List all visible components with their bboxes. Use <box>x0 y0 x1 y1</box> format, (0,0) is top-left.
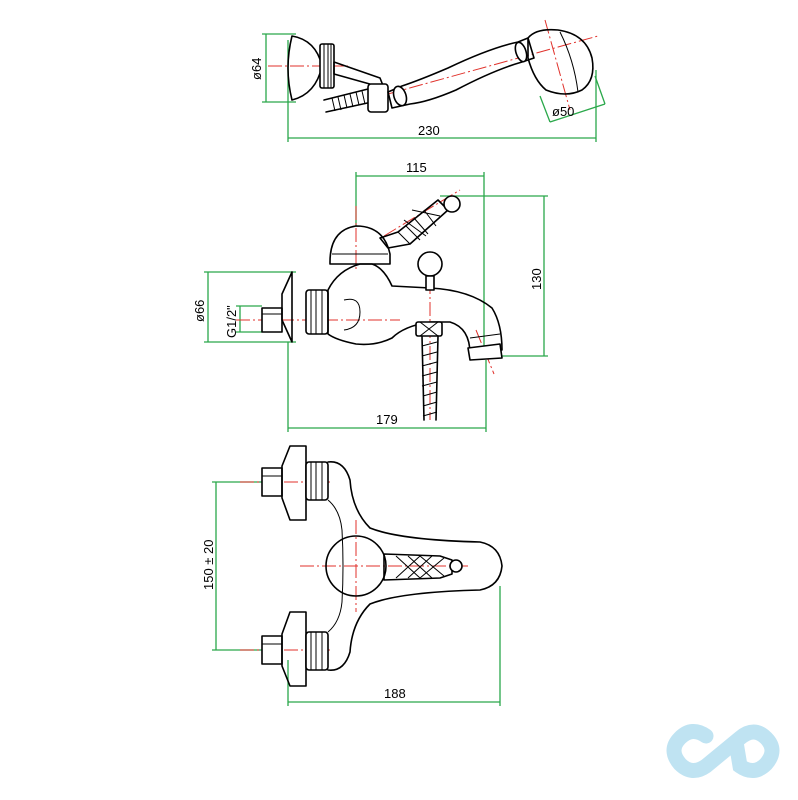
top-lever-knob <box>449 559 463 573</box>
top-view-centerlines <box>240 481 470 651</box>
dim-side-top-width: 115 <box>406 160 427 175</box>
side-view-dimensions <box>204 172 548 432</box>
mixer-side-view: 115 130 ø66 G1/2" 179 <box>192 160 548 432</box>
top-inlet-nut-lower <box>261 635 283 665</box>
top-flange-upper <box>281 445 307 521</box>
side-diverter-knob <box>417 251 443 277</box>
dim-top-width: 188 <box>384 686 406 701</box>
dim-side-height: 130 <box>529 268 544 290</box>
handshower-centerlines <box>268 19 599 111</box>
top-inlet-nut-upper <box>261 467 283 497</box>
handshower-head-cup <box>287 35 323 101</box>
top-body <box>327 461 503 671</box>
side-lever-knob <box>443 195 461 213</box>
top-lever <box>383 553 453 581</box>
dim-side-bottom-width: 179 <box>376 412 398 427</box>
side-flange <box>281 271 293 343</box>
dim-handshower-head-diameter: ø64 <box>249 58 264 80</box>
top-flange-lower <box>281 611 307 687</box>
side-lever <box>379 199 449 249</box>
handshower-head-nut <box>319 43 335 89</box>
top-body-nut-lower <box>305 631 329 671</box>
dim-top-spacing: 150 ± 20 <box>201 539 216 590</box>
handshower-connector <box>367 83 389 113</box>
dim-handshower-length: 230 <box>418 123 440 138</box>
dim-side-thread: G1/2" <box>224 305 239 338</box>
side-body-nut <box>305 289 329 335</box>
side-cartridge-dome <box>329 225 391 265</box>
handshower-hose <box>323 87 373 113</box>
dim-handshower-spray-diameter: ø50 <box>552 104 574 119</box>
top-body-nut-upper <box>305 461 329 501</box>
dim-side-flange-diameter: ø66 <box>192 300 207 322</box>
handshower-spray-head <box>527 28 594 95</box>
side-body-spout <box>327 263 503 355</box>
side-inlet-nut <box>261 307 283 333</box>
top-cartridge-dome <box>325 535 387 597</box>
mixer-top-view: 150 ± 20 188 <box>201 445 503 706</box>
side-view-centerlines <box>236 189 495 420</box>
cd-logo-icon <box>666 724 780 778</box>
handshower-handle <box>387 37 535 109</box>
side-aerator <box>467 343 503 361</box>
handshower-view: ø64 230 ø50 <box>249 19 606 142</box>
